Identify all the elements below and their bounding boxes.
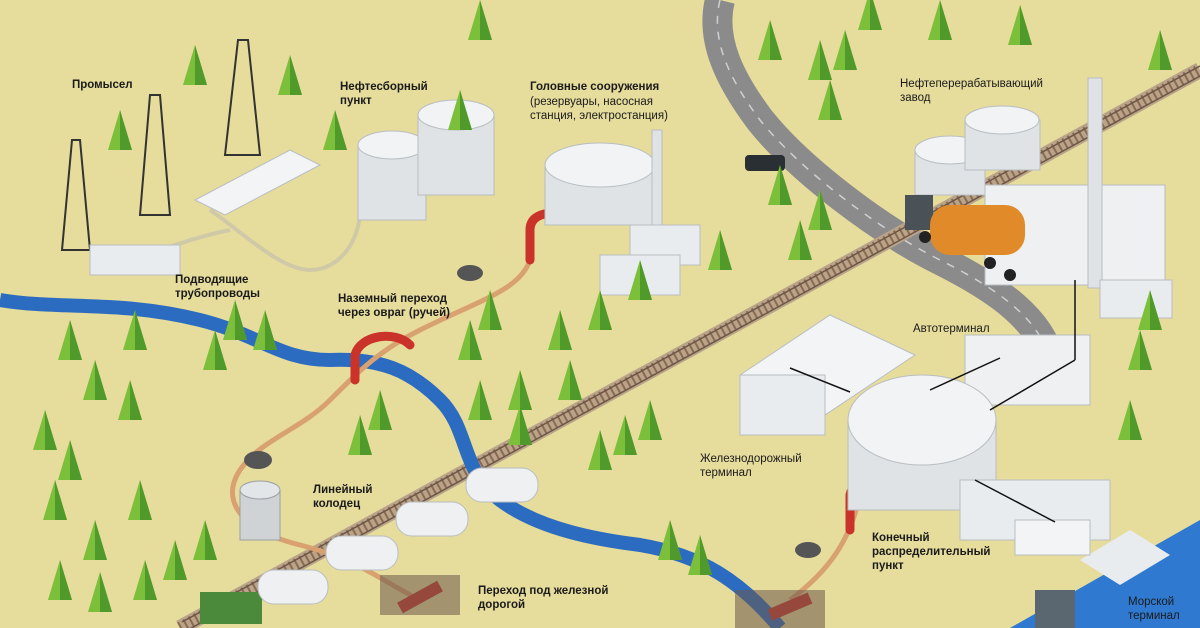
manhole bbox=[457, 265, 483, 281]
tree-shade bbox=[175, 540, 187, 580]
stream bbox=[0, 299, 201, 321]
tree-shade bbox=[830, 80, 842, 120]
ravine-crossing-pipe bbox=[350, 331, 415, 385]
tree-shade bbox=[800, 220, 812, 260]
tree-shade bbox=[380, 390, 392, 430]
tree-shade bbox=[120, 110, 132, 150]
gathering-building bbox=[193, 149, 322, 216]
road-marking bbox=[716, 0, 1051, 361]
end-point-tank bbox=[847, 374, 1111, 556]
tree-shade bbox=[100, 572, 112, 612]
label-rail-terminal: Железнодорожный терминал bbox=[700, 453, 802, 479]
tree-shade bbox=[265, 310, 277, 350]
tree-shade bbox=[140, 480, 152, 520]
label-head-title: Головные сооружения bbox=[530, 81, 660, 93]
label-gathering: Нефтесборный пункт bbox=[340, 81, 428, 107]
trees bbox=[33, 0, 1172, 612]
tree-shade bbox=[470, 320, 482, 360]
tree-shade bbox=[95, 520, 107, 560]
tree-shade bbox=[1160, 30, 1172, 70]
tree-shade bbox=[1150, 290, 1162, 330]
tree-shade bbox=[55, 480, 67, 520]
tree-shade bbox=[570, 360, 582, 400]
tree-shade bbox=[95, 360, 107, 400]
tree-shade bbox=[520, 405, 532, 445]
label-rail-crossing: Переход под железной дорогой bbox=[478, 585, 609, 611]
label-refinery: Нефтеперерабатывающий завод bbox=[900, 78, 1043, 104]
flow-arrows bbox=[789, 280, 1076, 523]
tree-shade bbox=[1140, 330, 1152, 370]
tree-shade bbox=[480, 0, 492, 40]
sea-pier bbox=[1080, 530, 1170, 585]
label-end-point: Конечный распределительный пункт bbox=[872, 532, 991, 572]
label-linear-well: Линейный колодец bbox=[313, 484, 373, 510]
tree-shade bbox=[560, 310, 572, 350]
tanker-truck bbox=[905, 195, 1025, 281]
oil-derricks bbox=[60, 39, 262, 251]
tree-shade bbox=[335, 110, 347, 150]
tree-shade bbox=[640, 260, 652, 300]
rail-crossing-trench bbox=[380, 575, 460, 615]
tree-shade bbox=[870, 0, 882, 30]
manhole bbox=[795, 542, 821, 558]
label-feed-pipes: Подводящие трубопроводы bbox=[175, 274, 260, 300]
tree-shade bbox=[600, 290, 612, 330]
river-crossing-trench bbox=[735, 590, 825, 628]
tree-shade bbox=[130, 380, 142, 420]
tree-shade bbox=[290, 55, 302, 95]
tree-shade bbox=[45, 410, 57, 450]
tree-shade bbox=[700, 535, 712, 575]
tree-shade bbox=[145, 560, 157, 600]
barracks bbox=[89, 244, 181, 276]
tree-shade bbox=[195, 45, 207, 85]
tree-shade bbox=[940, 0, 952, 40]
tree-shade bbox=[720, 230, 732, 270]
head-structures bbox=[544, 129, 701, 296]
tree-shade bbox=[820, 190, 832, 230]
tree-shade bbox=[625, 415, 637, 455]
tree-shade bbox=[1130, 400, 1142, 440]
tree-shade bbox=[670, 520, 682, 560]
tree-shade bbox=[845, 30, 857, 70]
main-pipeline bbox=[230, 259, 533, 603]
tree-shade bbox=[480, 380, 492, 420]
tree-shade bbox=[490, 290, 502, 330]
rail-tank-cars bbox=[200, 467, 539, 624]
tree-shade bbox=[650, 400, 662, 440]
label-ravine-crossing: Наземный переход через овраг (ручей) bbox=[338, 293, 450, 319]
tree-shade bbox=[600, 430, 612, 470]
ship bbox=[1035, 590, 1075, 628]
tree-shade bbox=[1020, 5, 1032, 45]
linear-well-top bbox=[239, 480, 281, 500]
tree-shade bbox=[360, 415, 372, 455]
car bbox=[745, 155, 785, 171]
railway-ties bbox=[177, 64, 1200, 628]
tree-shade bbox=[215, 330, 227, 370]
tree-shade bbox=[235, 300, 247, 340]
tree-shade bbox=[770, 20, 782, 60]
tree-shade bbox=[70, 320, 82, 360]
tree-shade bbox=[70, 440, 82, 480]
tree-shade bbox=[135, 310, 147, 350]
label-sea-terminal: Морской терминал bbox=[1128, 596, 1180, 622]
tree-shade bbox=[205, 520, 217, 560]
tree-shade bbox=[520, 370, 532, 410]
label-head-sub: (резервуары, насосная станция, электрост… bbox=[530, 96, 668, 122]
label-auto-terminal: Автотерминал bbox=[913, 323, 990, 335]
tree-shade bbox=[780, 165, 792, 205]
tree-shade bbox=[60, 560, 72, 600]
manhole bbox=[244, 451, 272, 469]
label-oilfield: Промысел bbox=[72, 79, 133, 91]
tree-shade bbox=[820, 40, 832, 80]
auto-terminal bbox=[738, 314, 1091, 436]
tree-shade bbox=[460, 90, 472, 130]
